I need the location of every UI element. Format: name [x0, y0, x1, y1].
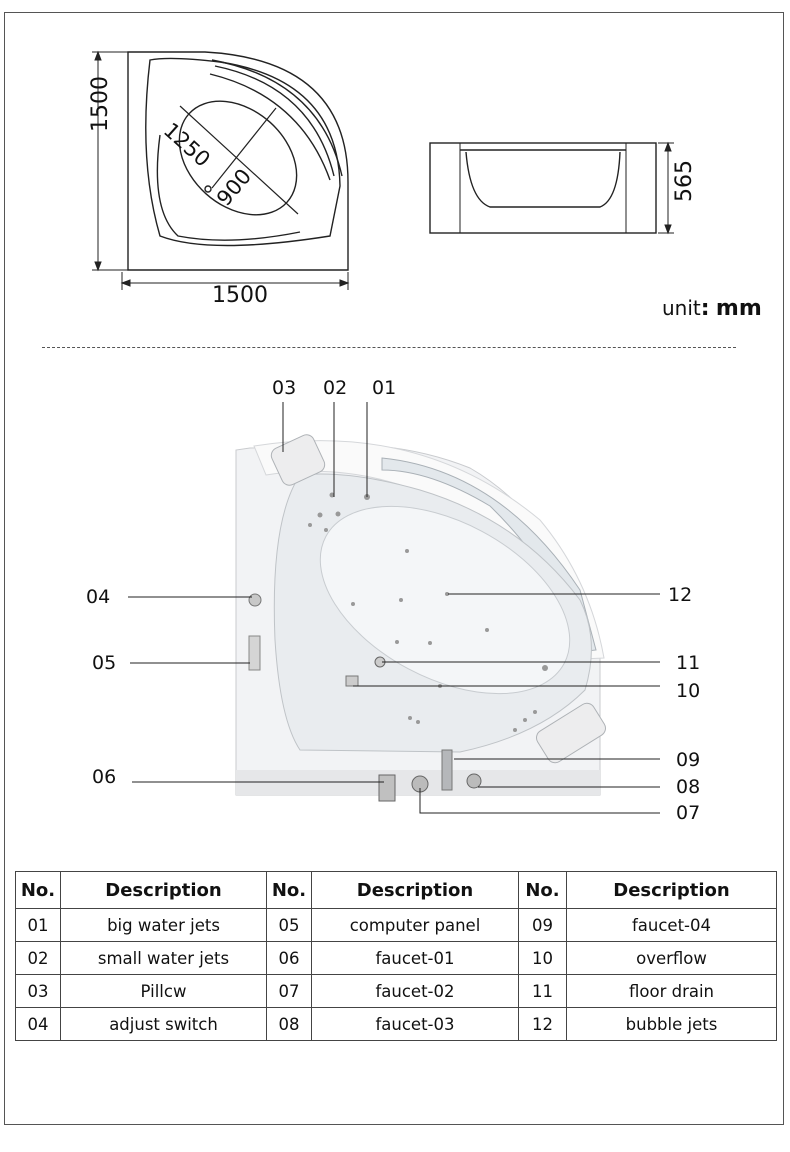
- header-description: Description: [566, 871, 777, 909]
- header-description: Description: [60, 871, 267, 909]
- part-description: faucet-04: [566, 908, 777, 942]
- part-number: 05: [266, 908, 312, 942]
- part-description: faucet-03: [311, 1007, 519, 1041]
- table-row: 03 Pillcw 07 faucet-02 11 floor drain: [15, 974, 777, 1008]
- height-dimension-line: [658, 141, 674, 235]
- unit-value: mm: [715, 296, 762, 321]
- callout-05: 05: [92, 652, 117, 674]
- callout-08: 08: [676, 776, 701, 798]
- header-no: No.: [266, 871, 312, 909]
- parts-table: No. Description No. Description No. Desc…: [15, 871, 777, 1041]
- part-number: 10: [518, 941, 567, 975]
- header-description: Description: [311, 871, 519, 909]
- part-number: 08: [266, 1007, 312, 1041]
- part-number: 02: [15, 941, 61, 975]
- width-dimension-label: 1500: [212, 283, 268, 308]
- part-description: computer panel: [311, 908, 519, 942]
- part-number: 09: [518, 908, 567, 942]
- part-number: 04: [15, 1007, 61, 1041]
- unit-separator: :: [700, 296, 710, 321]
- part-number: 12: [518, 1007, 567, 1041]
- table-row: 02 small water jets 06 faucet-01 10 over…: [15, 941, 777, 975]
- callout-12: 12: [668, 584, 693, 606]
- page-frame: [4, 12, 784, 1125]
- table-row: 01 big water jets 05 computer panel 09 f…: [15, 908, 777, 942]
- part-description: bubble jets: [566, 1007, 777, 1041]
- callout-06: 06: [92, 766, 117, 788]
- part-description: adjust switch: [60, 1007, 267, 1041]
- top-view-drawing: [127, 51, 349, 271]
- part-description: floor drain: [566, 974, 777, 1008]
- callout-leader-lines: [128, 402, 660, 814]
- height-dimension-label: 565: [672, 160, 697, 202]
- callout-01: 01: [372, 377, 397, 399]
- part-description: Pillcw: [60, 974, 267, 1008]
- header-no: No.: [15, 871, 61, 909]
- depth-dimension-line: [92, 50, 128, 272]
- depth-dimension-label: 1500: [88, 76, 113, 132]
- callout-03: 03: [272, 377, 297, 399]
- part-number: 03: [15, 974, 61, 1008]
- part-description: big water jets: [60, 908, 267, 942]
- callout-09: 09: [676, 749, 701, 771]
- callout-11: 11: [676, 652, 701, 674]
- part-description: small water jets: [60, 941, 267, 975]
- part-number: 11: [518, 974, 567, 1008]
- part-description: overflow: [566, 941, 777, 975]
- table-row: 04 adjust switch 08 faucet-03 12 bubble …: [15, 1007, 777, 1041]
- part-number: 06: [266, 941, 312, 975]
- section-divider: [42, 347, 736, 348]
- side-view-drawing: [429, 142, 657, 234]
- bathtub-illustration: [235, 434, 607, 802]
- callout-02: 02: [323, 377, 348, 399]
- table-header-row: No. Description No. Description No. Desc…: [15, 871, 777, 909]
- header-no: No.: [518, 871, 567, 909]
- callout-07: 07: [676, 802, 701, 824]
- width-dimension-line: [120, 272, 350, 290]
- part-number: 01: [15, 908, 61, 942]
- callout-04: 04: [86, 586, 111, 608]
- callout-10: 10: [676, 680, 701, 702]
- unit-label: unit: mm: [662, 296, 762, 321]
- unit-prefix: unit: [662, 296, 701, 320]
- part-description: faucet-02: [311, 974, 519, 1008]
- part-description: faucet-01: [311, 941, 519, 975]
- part-number: 07: [266, 974, 312, 1008]
